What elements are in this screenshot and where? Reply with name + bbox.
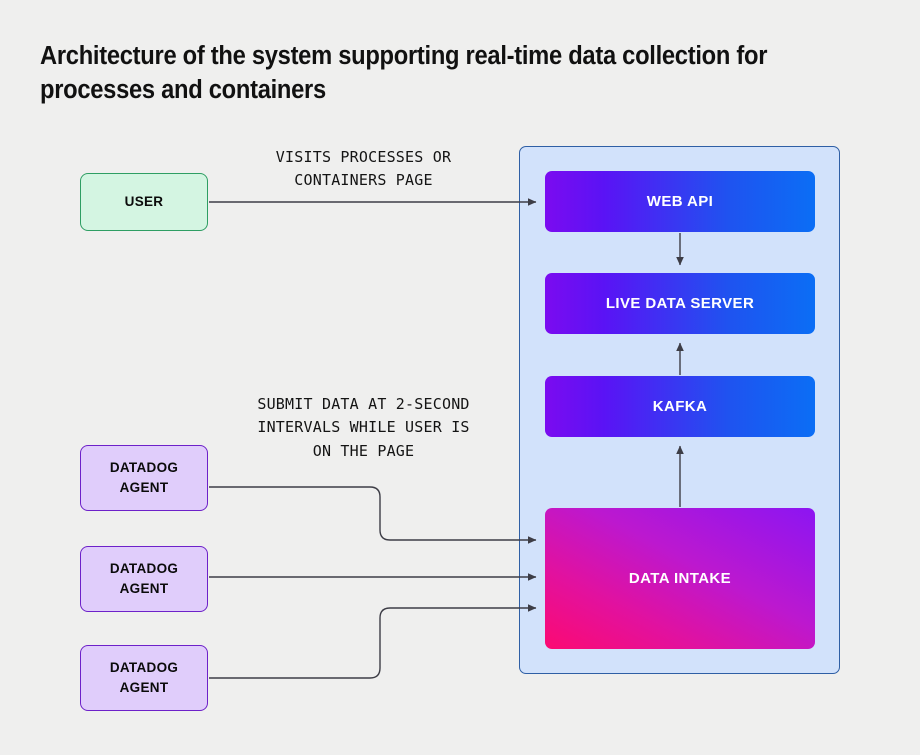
node-datadog-agent-2[interactable]: DATADOG AGENT — [80, 546, 208, 612]
connector-agent-3-to-data-intake — [209, 604, 537, 679]
service-box-live-data-server[interactable]: LIVE DATA SERVER — [545, 273, 815, 334]
node-datadog-agent-3[interactable]: DATADOG AGENT — [80, 645, 208, 711]
node-user[interactable]: USER — [80, 173, 208, 231]
connector-agent-1-to-data-intake — [209, 486, 537, 544]
node-label-datadog-agent-2: DATADOG AGENT — [109, 561, 179, 596]
node-label-user: USER — [124, 194, 164, 210]
service-box-web-api[interactable]: WEB API — [545, 171, 815, 232]
node-label-datadog-agent-1: DATADOG AGENT — [109, 460, 179, 495]
service-label-data-intake: DATA INTAKE — [628, 570, 732, 587]
service-label-web-api: WEB API — [646, 193, 714, 210]
service-label-live-data-server: LIVE DATA SERVER — [605, 295, 755, 312]
service-box-kafka[interactable]: KAFKA — [545, 376, 815, 437]
edge-label-agents-to-data-intake: SUBMIT DATA AT 2-SECOND INTERVALS WHILE … — [257, 395, 470, 460]
page-title: Architecture of the system supporting re… — [40, 42, 768, 104]
node-label-datadog-agent-3: DATADOG AGENT — [109, 660, 179, 695]
node-datadog-agent-1[interactable]: DATADOG AGENT — [80, 445, 208, 511]
edge-label-user-to-web-api: VISITS PROCESSES OR CONTAINERS PAGE — [275, 148, 452, 190]
service-box-data-intake[interactable]: DATA INTAKE — [545, 508, 815, 649]
service-label-kafka: KAFKA — [652, 398, 708, 415]
